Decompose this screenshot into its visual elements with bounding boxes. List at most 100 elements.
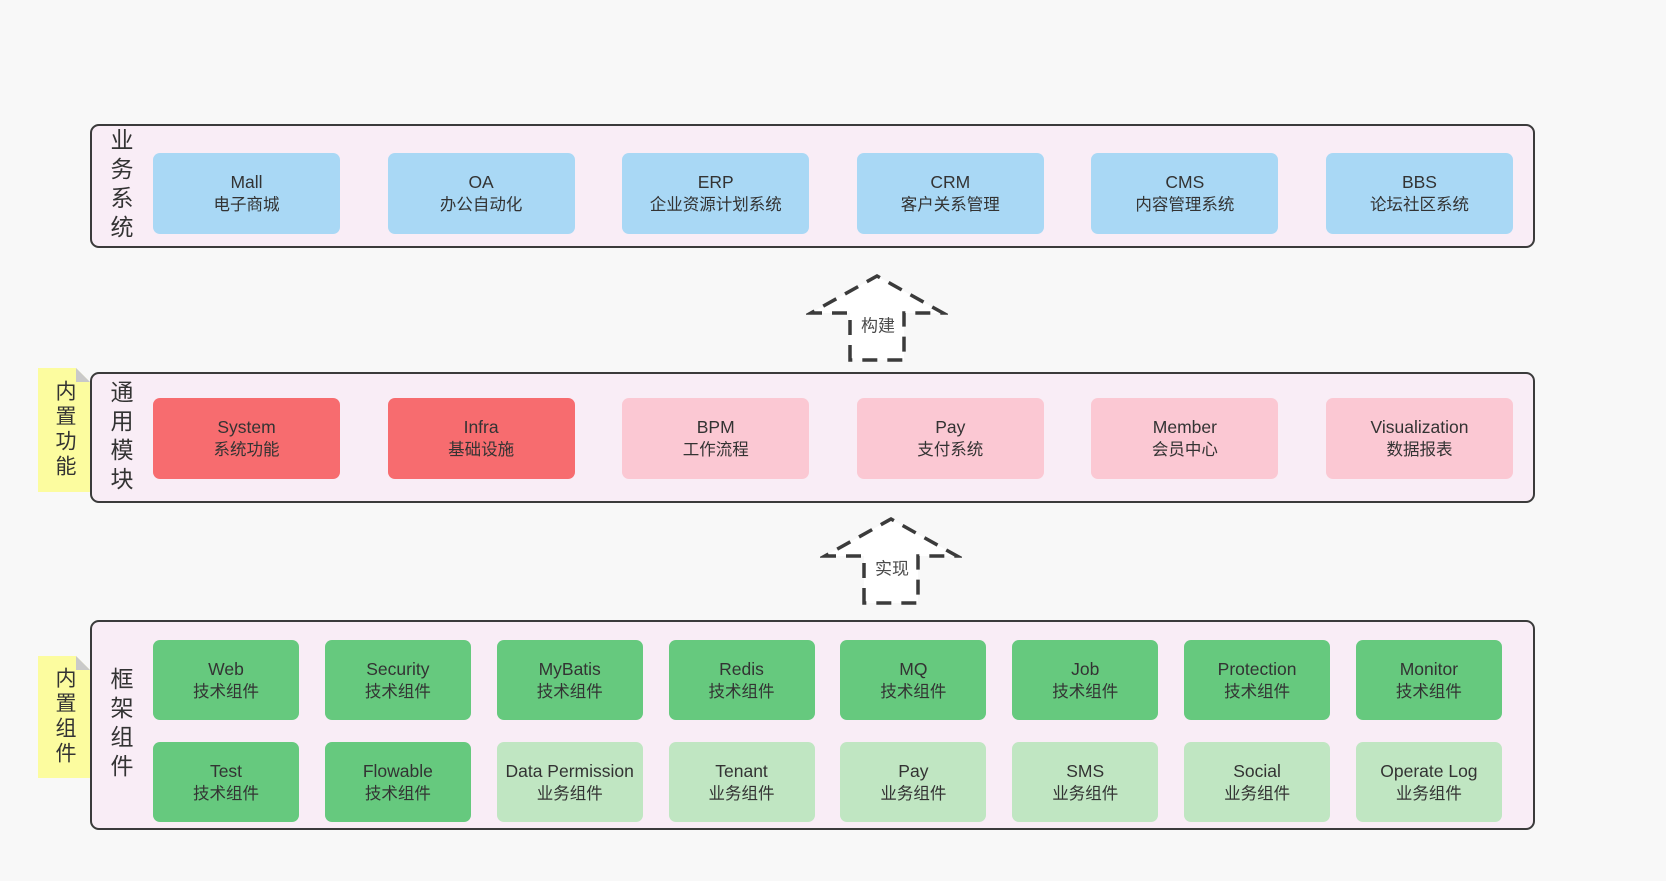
diagram-box: OA 办公自动化 — [387, 153, 575, 234]
layer-common-modules: 通用模块 System 系统功能 Infra 基础设施 BPM 工作流程 — [90, 372, 1535, 503]
box-title: Data Permission — [505, 760, 634, 781]
diagram-box: Web 技术组件 — [153, 640, 299, 720]
box-subtitle: 业务组件 — [1224, 784, 1291, 803]
box-subtitle: 技术组件 — [193, 682, 259, 701]
diagram-box: Tenant 业务组件 — [668, 742, 815, 822]
diagram-box: Mall 电子商城 — [153, 153, 340, 234]
sticky-note-built-in-components: 内置组件 — [38, 656, 90, 778]
box-subtitle: 业务组件 — [880, 784, 947, 803]
box-title: CMS — [1165, 172, 1205, 192]
box-title: Web — [208, 658, 244, 679]
box-subtitle: 电子商城 — [213, 196, 280, 214]
box-title: MyBatis — [538, 658, 601, 679]
diagram-box: Data Permission 业务组件 — [496, 742, 643, 822]
box-subtitle: 业务组件 — [536, 784, 603, 803]
box-subtitle: 技术组件 — [364, 784, 431, 803]
box-subtitle: 办公自动化 — [439, 196, 523, 214]
box-subtitle: 技术组件 — [536, 682, 603, 701]
diagram-box: BPM 工作流程 — [622, 398, 810, 479]
box-title: Pay — [898, 760, 929, 781]
box-subtitle: 技术组件 — [193, 784, 259, 803]
box-title: Member — [1152, 417, 1217, 437]
diagram-box: Member 会员中心 — [1091, 398, 1279, 479]
box-title: Security — [366, 658, 430, 679]
box-title: Mall — [230, 172, 263, 192]
diagram-box: Social 业务组件 — [1184, 742, 1331, 822]
box-subtitle: 技术组件 — [708, 682, 775, 701]
box-title: BPM — [696, 417, 735, 437]
box-subtitle: 技术组件 — [880, 682, 947, 701]
layer-common-modules-label: 通用模块 — [107, 379, 133, 496]
box-subtitle: 客户关系管理 — [900, 196, 1000, 214]
box-subtitle: 技术组件 — [1052, 682, 1119, 701]
layer-framework-components-label: 框架组件 — [107, 667, 133, 783]
box-title: Flowable — [362, 760, 433, 781]
common-modules-row: System 系统功能 Infra 基础设施 BPM 工作流程 Pay 支付系统 — [153, 398, 1513, 479]
diagram-box: Redis 技术组件 — [668, 640, 815, 720]
diagram-box: CMS 内容管理系统 — [1091, 153, 1279, 234]
box-title: System — [217, 417, 276, 437]
box-title: Test — [209, 760, 243, 781]
box-title: SMS — [1066, 760, 1105, 781]
box-subtitle: 会员中心 — [1151, 441, 1218, 459]
box-subtitle: 支付系统 — [917, 441, 984, 459]
box-title: Protection — [1217, 658, 1297, 679]
diagram-box: ERP 企业资源计划系统 — [622, 153, 810, 234]
diagram-box: Visualization 数据报表 — [1325, 398, 1513, 479]
diagram-box: System 系统功能 — [153, 398, 340, 479]
box-subtitle: 基础设施 — [448, 441, 515, 459]
box-subtitle: 系统功能 — [213, 441, 280, 459]
diagram-box: MyBatis 技术组件 — [496, 640, 643, 720]
sticky-note-text: 内置功能 — [53, 380, 76, 480]
box-title: ERP — [697, 172, 734, 192]
diagram-box: Pay 支付系统 — [856, 398, 1044, 479]
box-title: Job — [1071, 658, 1100, 679]
layer-business-systems: 业务系统 Mall 电子商城 OA 办公自动化 ERP 企业资源计划系统 — [90, 124, 1535, 248]
diagram-box: Monitor 技术组件 — [1355, 640, 1502, 720]
layer-business-systems-label: 业务系统 — [107, 128, 133, 244]
box-title: OA — [468, 172, 494, 192]
sticky-note-text: 内置组件 — [53, 667, 76, 767]
box-title: Visualization — [1370, 417, 1469, 437]
diagram-box: SMS 业务组件 — [1012, 742, 1159, 822]
box-subtitle: 技术组件 — [364, 682, 431, 701]
box-title: Monitor — [1399, 658, 1459, 679]
box-subtitle: 内容管理系统 — [1135, 196, 1235, 214]
box-title: Infra — [463, 417, 499, 437]
arrow-up-implement-icon — [820, 516, 962, 605]
diagram-box: Protection 技术组件 — [1184, 640, 1331, 720]
box-subtitle: 业务组件 — [708, 784, 775, 803]
diagram-box: MQ 技术组件 — [840, 640, 987, 720]
box-subtitle: 业务组件 — [1395, 784, 1462, 803]
box-subtitle: 技术组件 — [1224, 682, 1291, 701]
diagram-box: BBS 论坛社区系统 — [1325, 153, 1513, 234]
diagram-box: Infra 基础设施 — [387, 398, 575, 479]
box-title: Pay — [935, 417, 966, 437]
arrow-up-build-icon — [806, 273, 948, 362]
box-subtitle: 技术组件 — [1395, 682, 1462, 701]
box-title: MQ — [899, 658, 928, 679]
arrow-implement-label: 实现 — [875, 559, 909, 579]
box-subtitle: 企业资源计划系统 — [649, 196, 782, 214]
box-title: Redis — [719, 658, 764, 679]
diagram-box: Pay 业务组件 — [840, 742, 987, 822]
diagram-box: Flowable 技术组件 — [324, 742, 471, 822]
box-subtitle: 数据报表 — [1386, 441, 1453, 459]
box-title: CRM — [930, 172, 971, 192]
diagram-box: CRM 客户关系管理 — [856, 153, 1044, 234]
sticky-note-built-in-features: 内置功能 — [38, 368, 90, 492]
box-title: Operate Log — [1380, 760, 1478, 781]
diagram-box: Operate Log 业务组件 — [1355, 742, 1502, 822]
box-subtitle: 工作流程 — [682, 441, 749, 459]
diagram-box: Security 技术组件 — [324, 640, 471, 720]
box-title: Tenant — [715, 760, 768, 781]
box-title: Social — [1233, 760, 1281, 781]
framework-components-row-1: Web 技术组件 Security 技术组件 MyBatis 技术组件 Redi… — [153, 640, 1502, 720]
box-title: BBS — [1401, 172, 1437, 192]
diagram-box: Job 技术组件 — [1012, 640, 1159, 720]
business-systems-row: Mall 电子商城 OA 办公自动化 ERP 企业资源计划系统 CRM 客户关系… — [153, 153, 1513, 234]
layer-framework-components: 框架组件 Web 技术组件 Security 技术组件 MyBatis 技术组件 — [90, 620, 1535, 830]
box-subtitle: 业务组件 — [1052, 784, 1119, 803]
arrow-build-label: 构建 — [861, 316, 895, 336]
